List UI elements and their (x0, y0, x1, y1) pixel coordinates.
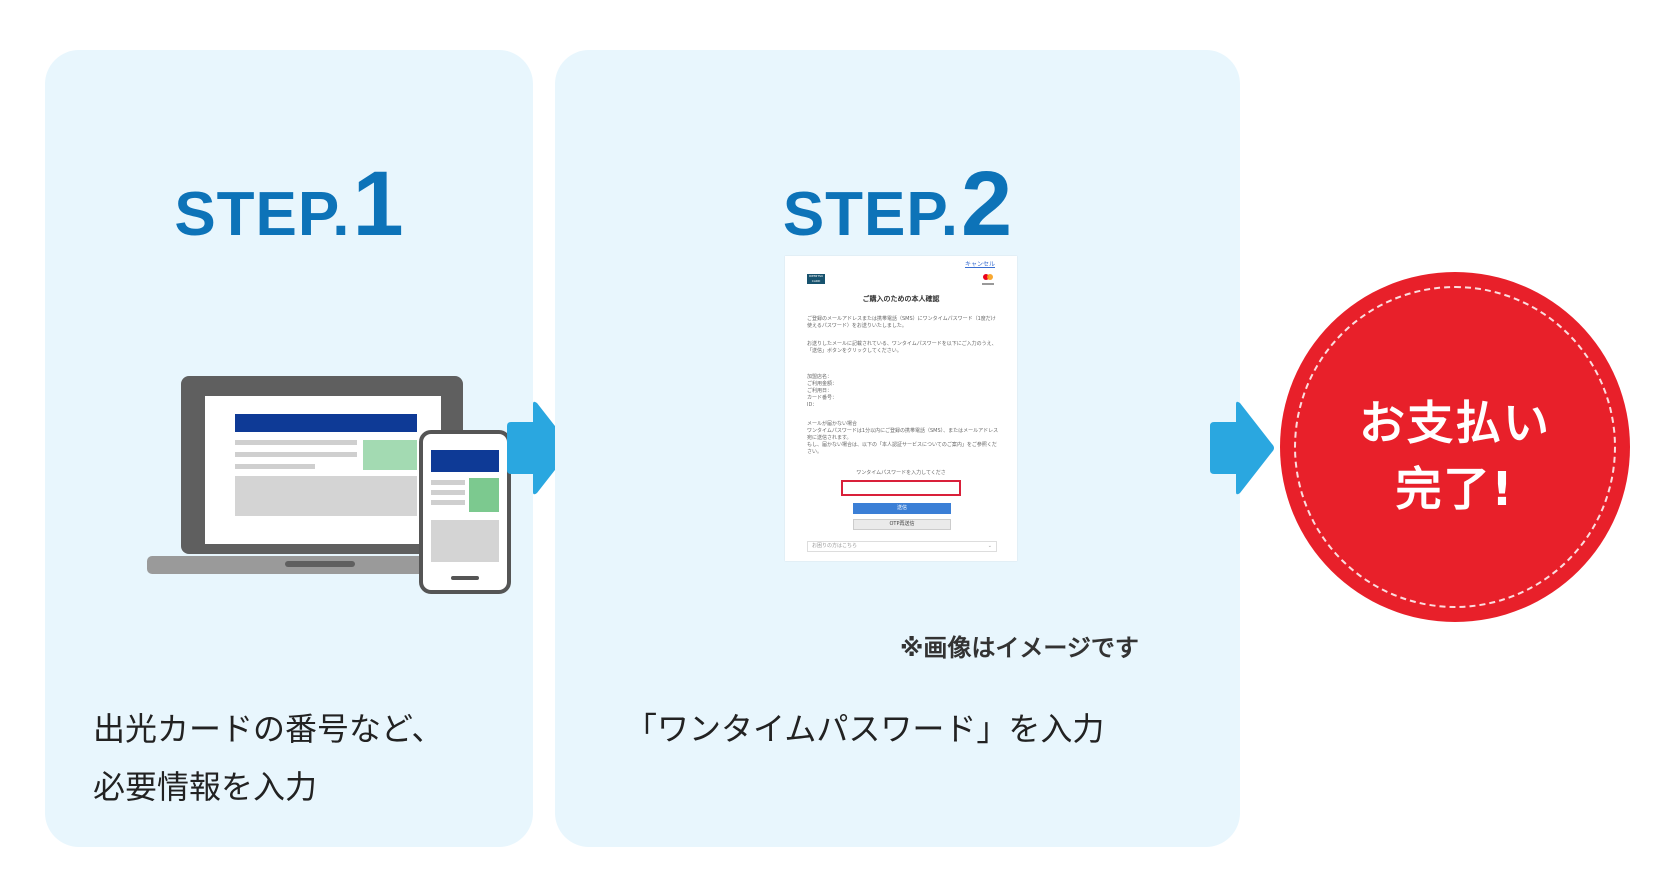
help-text: お困りの方はこちら (812, 543, 858, 549)
otp-field-label: ワンタイムパスワードを入力してくださ (856, 470, 946, 476)
shot-paragraph-2: お送りしたメールに記載されている、ワンタイムパスワードを以下にご入力のうえ、「送… (807, 341, 997, 354)
shot-detail-card: カード番号： (807, 395, 838, 401)
step2-panel: STEP.2 キャンセル IDEMITSU CARD ご購入のための本人確認 ご… (555, 50, 1240, 847)
send-button: 送信 (853, 503, 951, 514)
help-dropdown: お困りの方はこちら ⌄ (807, 541, 997, 552)
laptop-smartphone-illustration (147, 376, 511, 594)
arrow-right-icon (507, 401, 571, 495)
step1-label: STEP. (174, 180, 351, 249)
step1-number: 1 (352, 153, 404, 255)
screen-header-bar (235, 414, 417, 432)
step1-description: 出光カードの番号など、 必要情報を入力 (93, 700, 513, 816)
shot-detail-list: 加盟店名： ご利用金額： ご利用日： カード番号： ID： (807, 374, 999, 409)
image-disclaimer: ※画像はイメージです (900, 634, 1139, 662)
shot-detail-id: ID： (807, 402, 818, 408)
step1-description-line1: 出光カードの番号など、 (93, 710, 444, 748)
arrow-right-icon (1210, 401, 1274, 495)
otp-page-screenshot: キャンセル IDEMITSU CARD ご購入のための本人確認 ご登録のメールア… (785, 256, 1017, 561)
shot-detail-merchant: 加盟店名： (807, 374, 833, 380)
otp-resend-button: OTP再送信 (853, 519, 951, 530)
shot-detail-date: ご利用日： (807, 388, 833, 394)
payment-complete-line1: お支払い (1359, 396, 1551, 450)
id-check-logo-icon (982, 274, 994, 285)
otp-input-highlighted (841, 480, 961, 496)
cancel-link: キャンセル (964, 261, 995, 268)
shot-paragraph-3: メールが届かない場合 ワンタイムパスワードは1分以内にご登録の携帯電話（SMS）… (807, 421, 999, 455)
step2-label: STEP. (782, 180, 959, 249)
step2-description: 「ワンタイムパスワード」を入力 (625, 710, 1105, 748)
payment-complete-badge: お支払い 完了! (1280, 272, 1630, 622)
step1-title: STEP.1 (45, 158, 533, 250)
dashed-ring (1294, 286, 1616, 608)
card-logo: IDEMITSU CARD (807, 274, 825, 284)
shot-title: ご購入のための本人確認 (862, 295, 940, 303)
step1-panel: STEP.1 出光カードの番号など、 必要情報を入力 (45, 50, 533, 847)
payment-complete-text: お支払い 完了! (1280, 390, 1630, 522)
shot-detail-amount: ご利用金額： (807, 381, 838, 387)
step2-number: 2 (961, 153, 1013, 255)
step2-title: STEP.2 (555, 158, 1240, 250)
step1-description-line2: 必要情報を入力 (93, 768, 318, 806)
shot-paragraph-1: ご登録のメールアドレスまたは携帯電話（SMS）にワンタイムパスワード（1度だけ使… (807, 316, 996, 329)
payment-complete-line2: 完了! (1395, 462, 1515, 516)
chevron-down-icon: ⌄ (987, 543, 992, 549)
